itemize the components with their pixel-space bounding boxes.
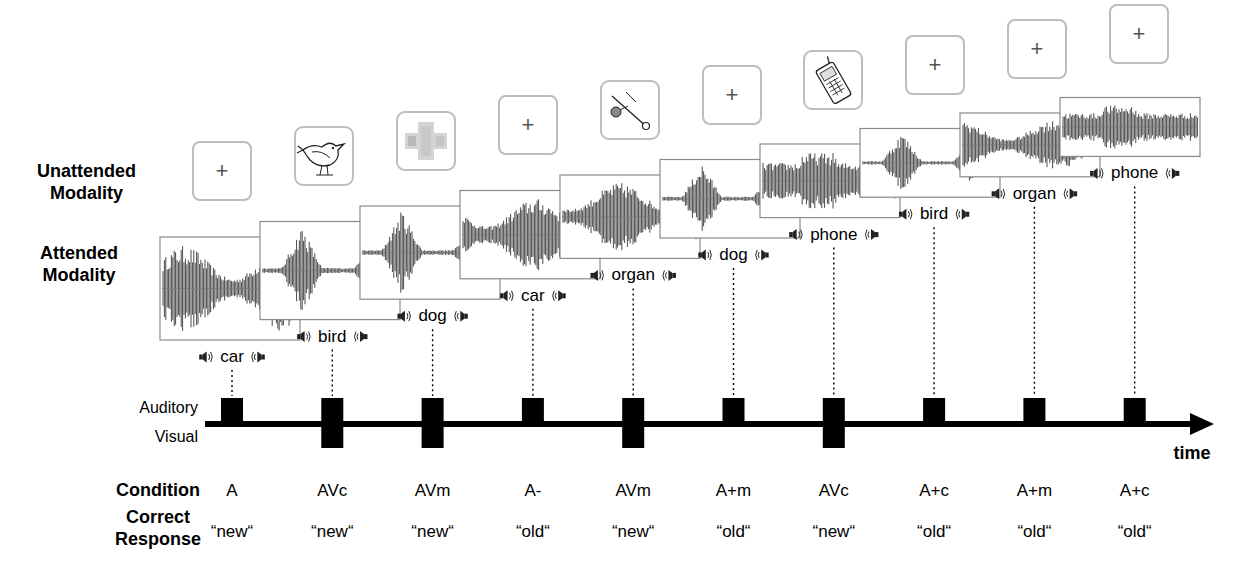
stimulus-marker bbox=[221, 398, 243, 424]
speaker-icon bbox=[500, 290, 513, 301]
response-label: “new“ bbox=[411, 522, 454, 542]
response-label: “old“ bbox=[1017, 522, 1051, 542]
speaker-icon bbox=[297, 331, 310, 342]
fixation-frame: + bbox=[1007, 19, 1067, 79]
response-label: “new“ bbox=[311, 522, 354, 542]
row-heading: Attended Modality bbox=[4, 243, 154, 286]
fixation-frame: + bbox=[1109, 4, 1169, 64]
sound-word: phone bbox=[1111, 163, 1158, 183]
speaker-icon bbox=[1090, 168, 1103, 179]
sound-word: phone bbox=[810, 224, 857, 244]
fixation-cross: + bbox=[929, 54, 942, 76]
dotted-leader bbox=[1134, 186, 1135, 396]
row-heading: Unattended Modality bbox=[4, 161, 169, 204]
speaker-icon bbox=[455, 311, 468, 322]
sound-word: car bbox=[220, 347, 244, 367]
fixation-cross: + bbox=[522, 114, 535, 136]
response-label: “old“ bbox=[917, 522, 951, 542]
sound-word: bird bbox=[920, 204, 948, 224]
phone-picture bbox=[804, 51, 862, 109]
fixation-cross: + bbox=[216, 160, 229, 182]
sound-word: bird bbox=[318, 326, 346, 346]
speaker-icon bbox=[553, 290, 566, 301]
sound-word: dog bbox=[418, 306, 446, 326]
time-arrowhead bbox=[1190, 413, 1214, 435]
dotted-leader bbox=[933, 227, 934, 396]
axis-label: Auditory bbox=[80, 398, 198, 417]
speaker-icon bbox=[199, 352, 212, 363]
fixation-frame: + bbox=[702, 65, 762, 125]
condition-code: AVc bbox=[317, 481, 347, 501]
noise-picture bbox=[397, 112, 455, 170]
fixation-frame: + bbox=[905, 35, 965, 95]
stimulus-marker bbox=[422, 398, 444, 448]
speaker-icon bbox=[956, 209, 969, 220]
dotted-leader bbox=[332, 350, 333, 396]
stimulus-marker bbox=[1124, 398, 1146, 424]
axis-label: time bbox=[1173, 443, 1210, 465]
response-label: “new“ bbox=[813, 522, 856, 542]
dotted-leader bbox=[532, 309, 533, 396]
condition-code: A+m bbox=[1017, 481, 1052, 501]
sound-word: organ bbox=[611, 265, 654, 285]
speaker-icon bbox=[354, 331, 367, 342]
response-label: “old“ bbox=[1118, 522, 1152, 542]
speaker-icon bbox=[1064, 188, 1077, 199]
fixation-frame: + bbox=[192, 141, 252, 201]
speaker-icon bbox=[590, 270, 603, 281]
row-heading: Correct Response bbox=[98, 507, 218, 550]
speaker-icon bbox=[1166, 168, 1179, 179]
dotted-leader bbox=[432, 329, 433, 396]
stimulus-marker bbox=[321, 398, 343, 448]
speaker-icon bbox=[698, 250, 711, 261]
dotted-leader bbox=[1034, 207, 1035, 396]
row-heading: Condition bbox=[116, 480, 200, 502]
waveform-panel bbox=[1060, 98, 1200, 157]
time-axis bbox=[205, 421, 1195, 427]
response-label: “new“ bbox=[612, 522, 655, 542]
sound-word: car bbox=[521, 286, 545, 306]
object-picture bbox=[601, 81, 659, 139]
dotted-leader bbox=[633, 288, 634, 396]
fixation-cross: + bbox=[1031, 38, 1044, 60]
stimulus-marker bbox=[823, 398, 845, 448]
speaker-icon bbox=[899, 209, 912, 220]
bird-picture bbox=[295, 127, 353, 185]
condition-code: A- bbox=[524, 481, 541, 501]
stimulus-marker bbox=[622, 398, 644, 448]
response-label: “new“ bbox=[211, 522, 254, 542]
dotted-leader bbox=[231, 370, 232, 396]
dotted-leader bbox=[833, 248, 834, 396]
stimulus-marker bbox=[923, 398, 945, 424]
condition-code: A+c bbox=[1120, 481, 1150, 501]
fixation-frame: + bbox=[498, 95, 558, 155]
speaker-icon bbox=[865, 229, 878, 240]
speaker-icon bbox=[992, 188, 1005, 199]
response-label: “old“ bbox=[716, 522, 750, 542]
speaker-icon bbox=[756, 250, 769, 261]
sound-word: organ bbox=[1013, 184, 1056, 204]
dotted-leader bbox=[733, 268, 734, 396]
condition-code: AVc bbox=[819, 481, 849, 501]
stimulus-marker bbox=[1023, 398, 1045, 424]
fixation-cross: + bbox=[1133, 23, 1146, 45]
condition-code: A+m bbox=[716, 481, 751, 501]
response-label: “old“ bbox=[516, 522, 550, 542]
speaker-icon bbox=[252, 352, 265, 363]
condition-code: AVm bbox=[415, 481, 451, 501]
fixation-cross: + bbox=[726, 84, 739, 106]
stimulus-marker bbox=[723, 398, 745, 424]
axis-label: Visual bbox=[80, 427, 198, 446]
stimulus-marker bbox=[522, 398, 544, 424]
speaker-icon bbox=[663, 270, 676, 281]
speaker-icon bbox=[397, 311, 410, 322]
condition-code: A bbox=[226, 481, 237, 501]
speaker-icon bbox=[789, 229, 802, 240]
condition-code: A+c bbox=[919, 481, 949, 501]
condition-code: AVm bbox=[615, 481, 651, 501]
sound-word: dog bbox=[719, 245, 747, 265]
